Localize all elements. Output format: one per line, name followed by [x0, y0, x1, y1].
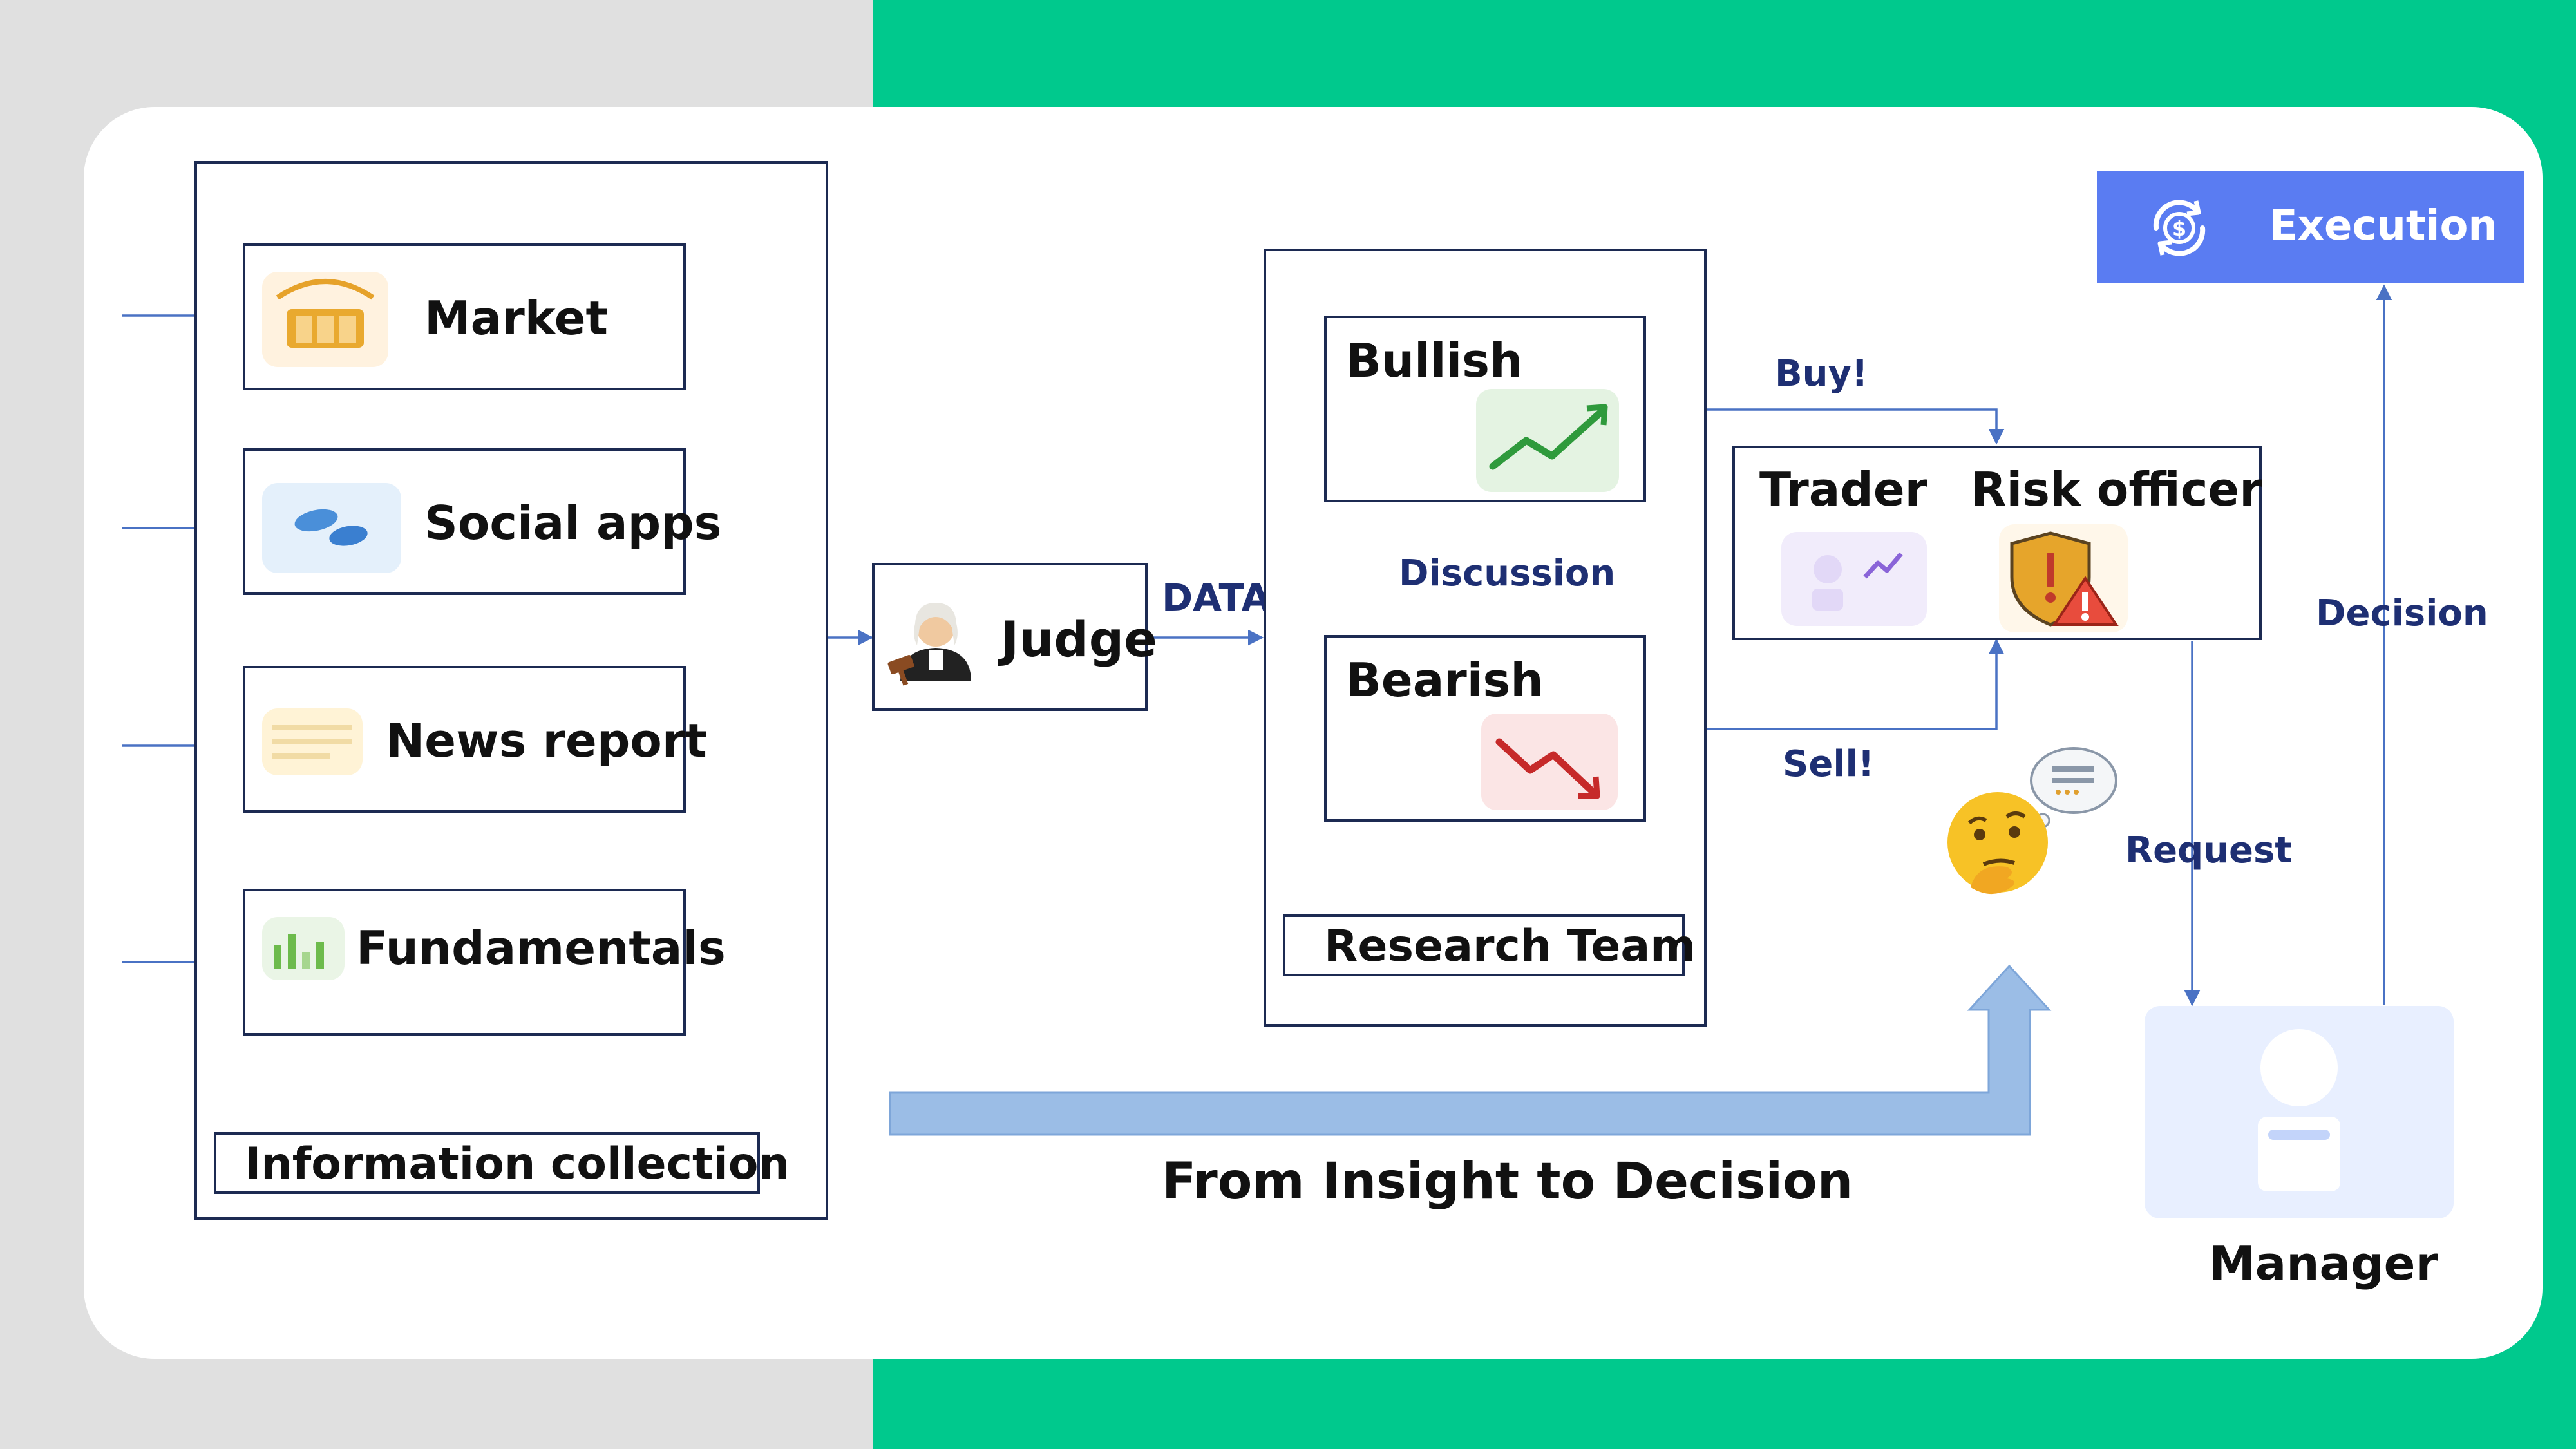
discussion-label: Discussion	[1399, 553, 1616, 594]
trader-risk-box[interactable]: Trader Risk officer	[1732, 446, 2262, 640]
trader-icon	[1781, 532, 1927, 626]
arrow-sell	[1643, 638, 2005, 730]
source-box-news-report[interactable]: News report	[243, 666, 707, 813]
fundamentals-icon	[262, 917, 345, 980]
judge-box[interactable]: Judge	[872, 563, 1157, 711]
sell-label: Sell!	[1783, 743, 1875, 785]
judge-icon	[887, 591, 984, 688]
social-apps-icon	[262, 483, 401, 573]
banner-title: From Insight to Decision	[1162, 1153, 1853, 1211]
bearish-label: Bearish	[1346, 653, 1544, 707]
dollar-cycle-icon: $	[2142, 191, 2217, 265]
source-box-fundamentals[interactable]: Fundamentals	[243, 889, 726, 1036]
decision-label: Decision	[2316, 592, 2488, 634]
manager-label: Manager	[2209, 1236, 2438, 1291]
source-box-market[interactable]: Market	[243, 243, 686, 390]
data-label: DATA	[1162, 576, 1271, 620]
info-collection-title-box: Information collection	[214, 1132, 790, 1194]
arrow-buy	[1643, 408, 2005, 445]
trader-label: Trader	[1759, 462, 1928, 516]
flow-arrow	[889, 964, 2052, 1136]
news-report-icon	[262, 708, 363, 775]
source-label-news-report: News report	[386, 714, 707, 768]
buy-label: Buy!	[1775, 353, 1868, 395]
research-team-title: Research Team	[1324, 921, 1696, 972]
execution-label: Execution	[2269, 202, 2497, 250]
manager-avatar-icon	[2145, 1006, 2454, 1218]
source-label-social-apps: Social apps	[424, 496, 722, 550]
risk-warning-icon	[1999, 524, 2128, 632]
risk-officer-label: Risk officer	[1971, 462, 2262, 516]
svg-text:$: $	[2172, 216, 2186, 241]
research-team-title-box: Research Team	[1283, 914, 1696, 976]
market-icon	[262, 272, 388, 367]
request-label: Request	[2125, 829, 2293, 871]
execution-button[interactable]: $ Execution	[2097, 171, 2524, 283]
downtrend-icon	[1481, 714, 1618, 810]
judge-label: Judge	[1001, 611, 1157, 668]
thinking-face-icon	[1945, 741, 2125, 908]
source-label-market: Market	[424, 291, 608, 345]
uptrend-icon	[1476, 389, 1619, 492]
bullish-label: Bullish	[1346, 334, 1523, 388]
source-box-social-apps[interactable]: Social apps	[243, 448, 722, 595]
source-label-fundamentals: Fundamentals	[356, 921, 726, 975]
bearish-box[interactable]: Bearish	[1324, 635, 1646, 822]
bullish-box[interactable]: Bullish	[1324, 316, 1646, 502]
info-collection-title: Information collection	[245, 1139, 790, 1189]
